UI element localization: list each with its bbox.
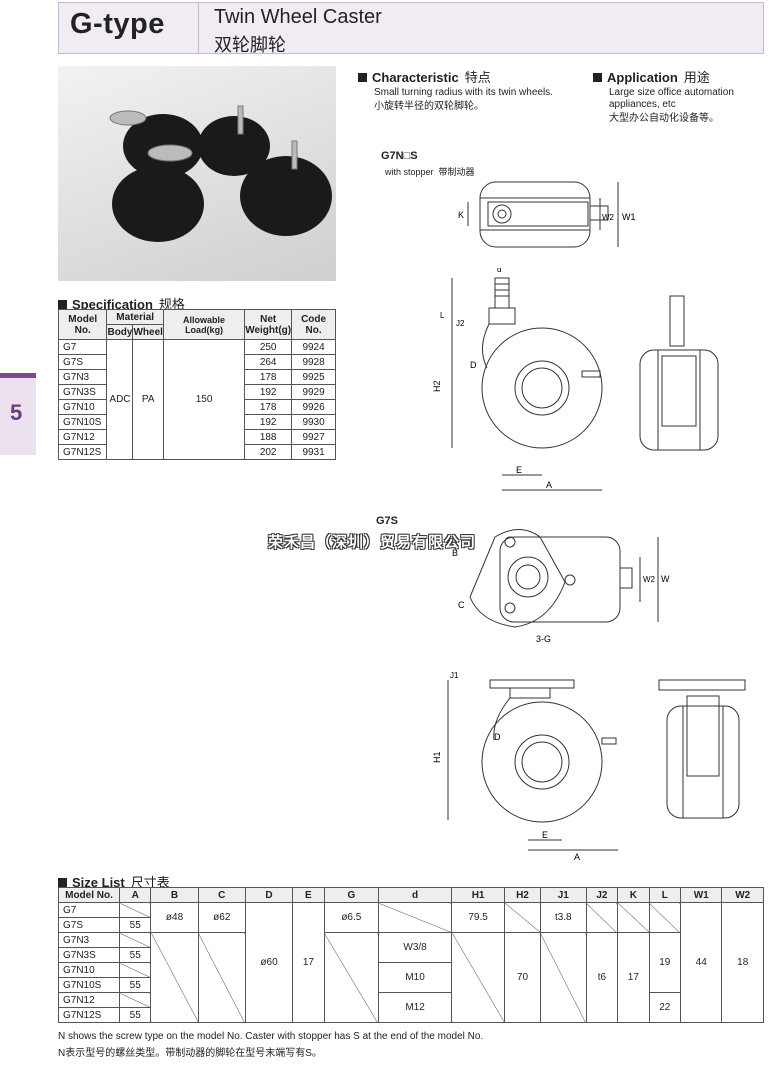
table-row: G7 ADC PA 150 250 9924 [57,339,336,460]
note-cn: N表示型号的螺丝类型。带制动器的脚轮在型号末端写有S。 [58,1048,322,1059]
application-text-cn: 大型办公自动化设备等。 [609,113,719,124]
dim-w2-g7s: W2 [643,575,656,584]
dim-a: A [546,480,552,490]
dim-a-g7s: A [574,852,580,862]
table-row: G7N10 M10 [58,962,764,993]
dim-e: E [516,465,522,475]
table-row: G7N3 W3/8 70 t6 17 19 [58,932,764,1023]
chapter-tab [0,373,36,455]
spec-header-body: Body [106,324,134,340]
top-view-drawing: K W1 W2 [458,181,636,248]
dim-c: C [458,600,465,610]
dim-h1: H1 [432,751,442,763]
spec-header-load: Allowable Load(kg) [162,309,246,340]
spec-header-material: Material [106,309,164,325]
dim-j1: J1 [450,671,459,680]
table-row: G7N12S 55 [58,1007,764,1023]
dim-w2: W2 [602,213,615,222]
characteristic-text-cn: 小旋转半径的双轮脚轮。 [374,101,484,112]
application-text-en-1: Large size office automation [609,87,734,98]
drawing2-title: G7S [376,515,399,527]
table-row: G7 ø48 ø62 ø60 17 ø6.5 79.5 t3.8 44 18 [58,902,764,1023]
product-photo [58,66,336,281]
dim-b: B [452,548,458,558]
title-banner [58,2,764,54]
dim-d-wheel: D [470,360,477,370]
spec-wheel: PA [132,339,164,460]
application-text-en-2: appliances, etc [609,99,676,110]
product-title-cn: 双轮脚轮 [214,35,286,55]
spec-body: ADC [106,339,134,460]
dim-k: K [458,210,464,220]
side-view-plate-drawing: D H1 J1 E A [432,671,618,862]
spec-load: 150 [162,339,246,460]
drawing1-title: G7N□S [381,150,418,162]
dim-3g: 3-G [536,634,551,642]
size-list-table: Model No. A B C D E G d H1 H2 J1 J2 K L … [58,887,764,1023]
front-view-plate-drawing [658,679,746,819]
dim-d-thread: d [497,268,501,274]
drawing1-subtitle: with stopper 带制动器 [385,167,475,177]
model-type-title: G-type [70,8,165,40]
note-en: N shows the screw type on the model No. … [58,1031,484,1042]
side-view-stopper-drawing: D H2 L J2 d E A [432,268,603,491]
spec-header-model: Model No. [57,309,108,340]
front-view-stopper-drawing [639,295,719,451]
specification-table: Model No. Material Allowable Load(kg) Ne… [57,309,336,460]
dim-w1-g7s: W1 [661,574,670,584]
size-header-row: Model No. A B C D E G d H1 H2 J1 J2 K L … [58,887,764,903]
product-title-en: Twin Wheel Caster [214,6,382,28]
dim-h2: H2 [432,380,442,392]
watermark-text: 荣禾昌（深圳）贸易有限公司 [268,534,477,551]
dim-j2: J2 [456,319,465,328]
dim-e-g7s: E [542,830,548,840]
casters-image [109,105,332,242]
chapter-number: 5 [10,400,23,425]
spec-header-wheel: Wheel [132,324,164,340]
dim-l: L [440,311,445,320]
table-row: G7N12 M12 22 [58,992,764,1023]
spec-header-code: Code No. [291,309,336,340]
dim-w1: W1 [622,212,636,222]
title-divider [198,2,199,54]
dim-d-wheel-g7s: D [494,732,501,742]
characteristic-text-en: Small turning radius with its twin wheel… [374,87,553,98]
plate-top-view-drawing: B C 3-G W1 W2 [452,529,670,642]
table-row: G7N3S 55 [58,947,764,963]
